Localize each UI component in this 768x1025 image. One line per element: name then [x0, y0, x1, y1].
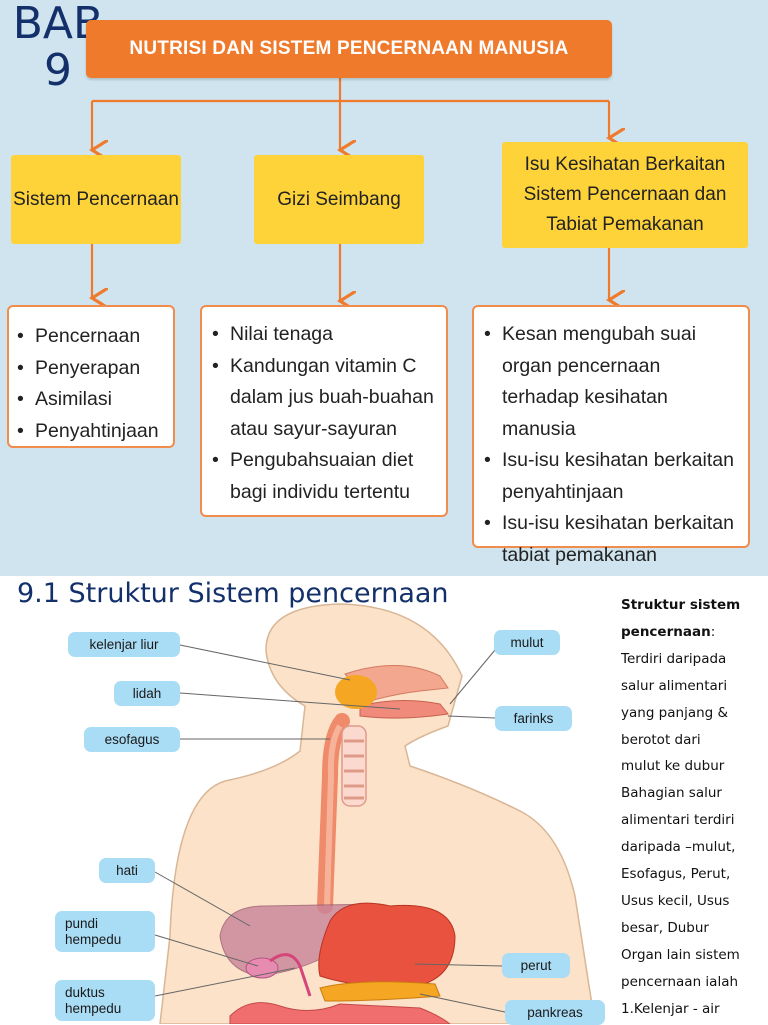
tongue-shape: [359, 699, 449, 719]
section-title: 9.1 Struktur Sistem pencernaan: [17, 578, 449, 609]
side-line: salur alimentari: [621, 677, 728, 694]
list-item: Kandungan vitamin C dalam jus buah-buaha…: [212, 351, 440, 446]
chapter-heading: BAB 9: [8, 0, 108, 94]
list-item: Isu-isu kesihatan berkaitan penyahtinjaa…: [484, 445, 738, 508]
side-line: alimentari terdiri: [621, 812, 735, 829]
list-item: Nilai tenaga: [212, 319, 440, 351]
side-line: pencernaan ialah: [621, 973, 739, 990]
connector-arrows: [0, 78, 768, 576]
side-line: yang panjang &: [621, 704, 729, 721]
side-line: Esofagus, Perut,: [621, 866, 731, 883]
side-line: 1.Kelenjar - air: [621, 1000, 720, 1017]
pancreas: [319, 981, 441, 1002]
label-esofagus: esofagus: [84, 727, 180, 752]
side-heading-line1: Struktur sistem: [621, 597, 741, 613]
leader-lines: [154, 643, 506, 1013]
branch-heading-isu-kesihatan: Isu Kesihatan Berkaitan Sistem Pencernaa…: [502, 142, 748, 248]
side-line: mulut ke dubur: [621, 758, 725, 775]
concept-map: BAB 9 NUTRISI DAN SISTEM PENCERNAAN MANU…: [0, 0, 768, 576]
label-hati: hati: [99, 858, 155, 883]
side-heading-colon: :: [710, 623, 716, 640]
list-item: Isu-isu kesihatan berkaitan tabiat pemak…: [484, 508, 738, 571]
side-line: besar, Dubur: [621, 919, 709, 936]
label-lidah: lidah: [114, 681, 180, 706]
label-duktus-hempedu: duktus hempedu: [55, 980, 155, 1021]
list-item: Penyahtinjaan: [17, 416, 167, 448]
side-line: Terdiri daripada: [621, 650, 727, 667]
list-item: Pengubahsuaian diet bagi individu terten…: [212, 445, 440, 508]
side-line: Usus kecil, Usus: [621, 892, 730, 909]
branch-list-gizi-seimbang: Nilai tenaga Kandungan vitamin C dalam j…: [200, 305, 448, 517]
label-pundi-hempedu: pundi hempedu: [55, 911, 155, 952]
list-item: Asimilasi: [17, 384, 167, 416]
stomach: [318, 902, 456, 989]
label-pankreas: pankreas: [505, 1000, 605, 1025]
label-mulut: mulut: [494, 630, 560, 655]
label-perut: perut: [502, 953, 570, 978]
trachea: [341, 725, 367, 807]
label-kelenjar-liur: kelenjar liur: [68, 632, 180, 657]
label-farinks: farinks: [495, 706, 572, 731]
chapter-number: 9: [44, 45, 72, 96]
branch-heading-gizi-seimbang: Gizi Seimbang: [254, 155, 424, 244]
digestive-system-illustration: [154, 603, 596, 1024]
intestines: [229, 1002, 451, 1024]
branch-list-isu-kesihatan: Kesan mengubah suai organ pencernaan ter…: [472, 305, 750, 566]
salivary-gland: [335, 675, 377, 709]
side-line: daripada –mulut,: [621, 839, 736, 856]
side-heading-line2: pencernaan: [621, 623, 711, 640]
branch-heading-sistem-pencernaan: Sistem Pencernaan: [11, 155, 181, 244]
side-notes: Struktur sistem pencernaan: Terdiri dari…: [621, 592, 766, 1023]
list-item: Pencernaan: [17, 321, 167, 353]
side-line: Organ lain sistem: [621, 946, 740, 963]
side-line: Bahagian salur: [621, 785, 722, 802]
map-title: NUTRISI DAN SISTEM PENCERNAAN MANUSIA: [86, 20, 612, 78]
list-item: Kesan mengubah suai organ pencernaan ter…: [484, 319, 738, 445]
branch-list-sistem-pencernaan: Pencernaan Penyerapan Asimilasi Penyahti…: [7, 305, 175, 448]
side-line: berotot dari: [621, 731, 701, 748]
bile-duct: [269, 953, 312, 997]
list-item: Penyerapan: [17, 353, 167, 385]
